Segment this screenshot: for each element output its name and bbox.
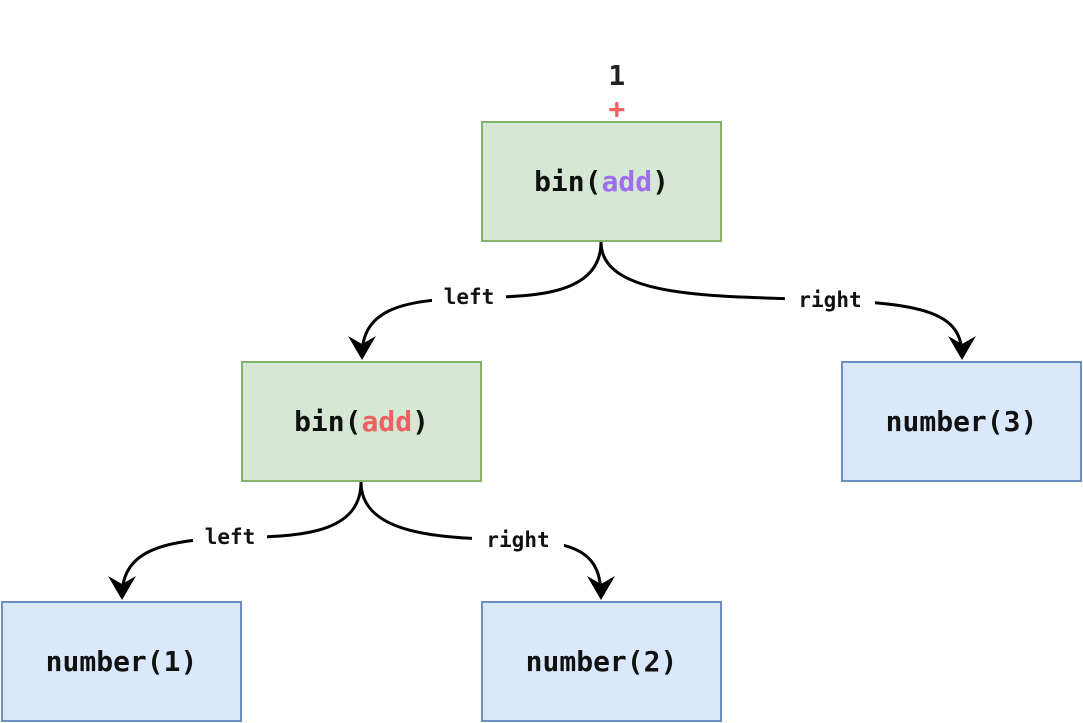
edge-label-root-right: right (798, 288, 861, 312)
node-root-op: add (601, 165, 653, 198)
node-inner-op: add (361, 405, 413, 438)
expr-plus-inner: + (608, 92, 626, 125)
node-number-2: number(2) (481, 601, 722, 722)
edge-label-inner-right: right (486, 528, 549, 552)
node-root-prefix: bin( (534, 165, 602, 198)
arrowhead-root-left (348, 336, 376, 360)
node-number-3: number(3) (841, 361, 1082, 482)
expr-number-1: 1 (608, 59, 626, 92)
node-inner-prefix: bin( (294, 405, 362, 438)
node-inner-suffix: ) (412, 405, 429, 438)
edge-label-inner-left: left (205, 525, 256, 549)
node-root-suffix: ) (652, 165, 669, 198)
arrowhead-inner-left (108, 576, 136, 600)
node-number-3-label: number(3) (885, 405, 1038, 438)
edge-label-root-left: left (444, 285, 495, 309)
node-number-1: number(1) (1, 601, 242, 722)
arrowhead-inner-right (587, 576, 615, 600)
node-number-1-label: number(1) (45, 645, 198, 678)
arrowhead-root-right (948, 336, 976, 360)
node-number-2-label: number(2) (525, 645, 678, 678)
edge-root-right (599, 241, 964, 357)
node-root-bin-add: bin(add) (481, 121, 722, 242)
node-inner-bin-add: bin(add) (241, 361, 482, 482)
